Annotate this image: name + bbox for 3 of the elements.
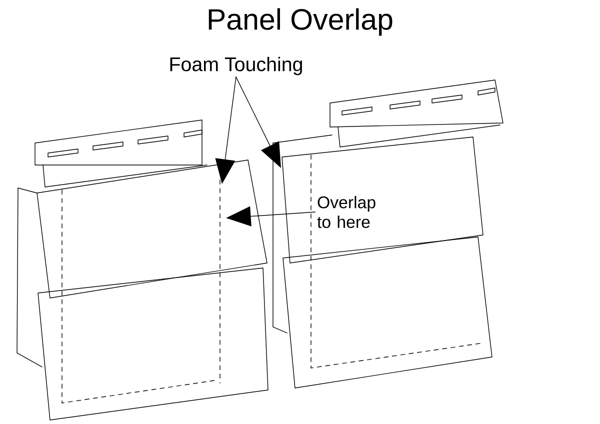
callout-text: Overlap to here <box>317 196 376 228</box>
title: Panel Overlap <box>208 8 392 36</box>
callout-text: Foam Touching <box>170 56 302 76</box>
